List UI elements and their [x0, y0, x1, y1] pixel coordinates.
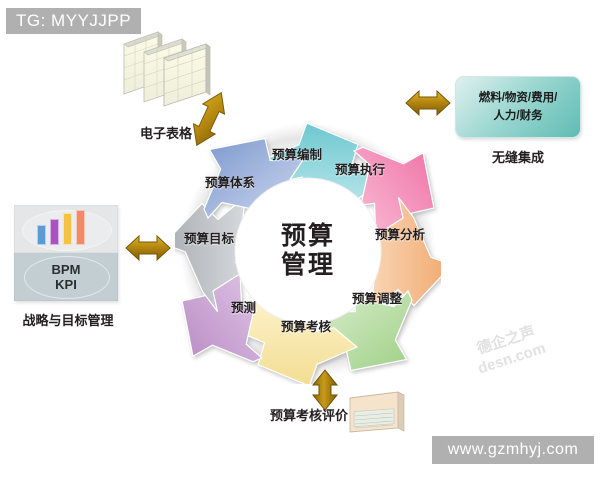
spreadsheet-stack-icon — [118, 26, 214, 110]
segment-label-budget-preparation: 预算编制 — [272, 148, 323, 162]
segment-label-budget-analysis: 预算分析 — [375, 228, 426, 242]
segment-budget-preparation — [257, 122, 386, 216]
segment-budget-assessment — [230, 293, 359, 384]
segment-label-budget-execution: 预算执行 — [335, 163, 386, 177]
integration-connector-arrow — [404, 88, 452, 123]
segment-label-budget-system: 预算体系 — [205, 176, 256, 190]
budget-cycle-ring: 预算 管理 预算编制 预算执行 预算分析 预算调整 预算考核 预测 预算目标 预… — [175, 118, 441, 384]
bpm-kpi-panel: BPM KPI — [14, 253, 118, 301]
diagonal-watermark-line1: 德企之声 — [474, 323, 538, 358]
segment-budget-adjustment — [309, 289, 413, 372]
kpi-oval-decoration — [24, 256, 110, 299]
segment-label-forecast: 预测 — [231, 301, 257, 315]
report-document-icon — [348, 390, 406, 434]
integration-line1: 燃料/物资/费用/ — [478, 92, 558, 104]
strategy-caption: 战略与目标管理 — [22, 313, 114, 328]
bar-4 — [76, 210, 85, 245]
strategy-connector-arrow — [124, 233, 172, 268]
bar-group — [37, 209, 85, 245]
segment-label-budget-assessment: 预算考核 — [281, 320, 332, 334]
evaluation-caption: 预算考核评价 — [269, 408, 348, 423]
bottom-right-watermark: www.gzmhyj.com — [432, 436, 594, 464]
strategy-goal-panel: BPM KPI — [14, 205, 118, 301]
kpi-label: KPI — [55, 276, 77, 292]
diagonal-watermark: 德企之声 desn.com — [446, 313, 578, 405]
top-left-watermark: TG: MYYJJPP — [6, 8, 142, 34]
bar-3 — [63, 213, 72, 245]
segment-label-budget-adjustment: 预算调整 — [352, 292, 403, 306]
integration-panel: 燃料/物资/费用/ 人力/财务 — [455, 76, 581, 138]
bar-chart-icon — [14, 205, 118, 253]
evaluation-connector-arrow — [310, 368, 340, 417]
diagonal-watermark-line2: desn.com — [475, 339, 548, 378]
integration-caption: 无缝集成 — [491, 150, 544, 165]
integration-line2: 人力/财务 — [493, 110, 543, 122]
segment-label-budget-goal: 预算目标 — [184, 232, 235, 246]
bar-2 — [50, 219, 59, 245]
bpm-label: BPM — [51, 261, 81, 277]
bar-1 — [37, 225, 46, 245]
spreadsheet-caption: 电子表格 — [139, 126, 192, 141]
spreadsheet-connector-arrow — [186, 88, 232, 155]
